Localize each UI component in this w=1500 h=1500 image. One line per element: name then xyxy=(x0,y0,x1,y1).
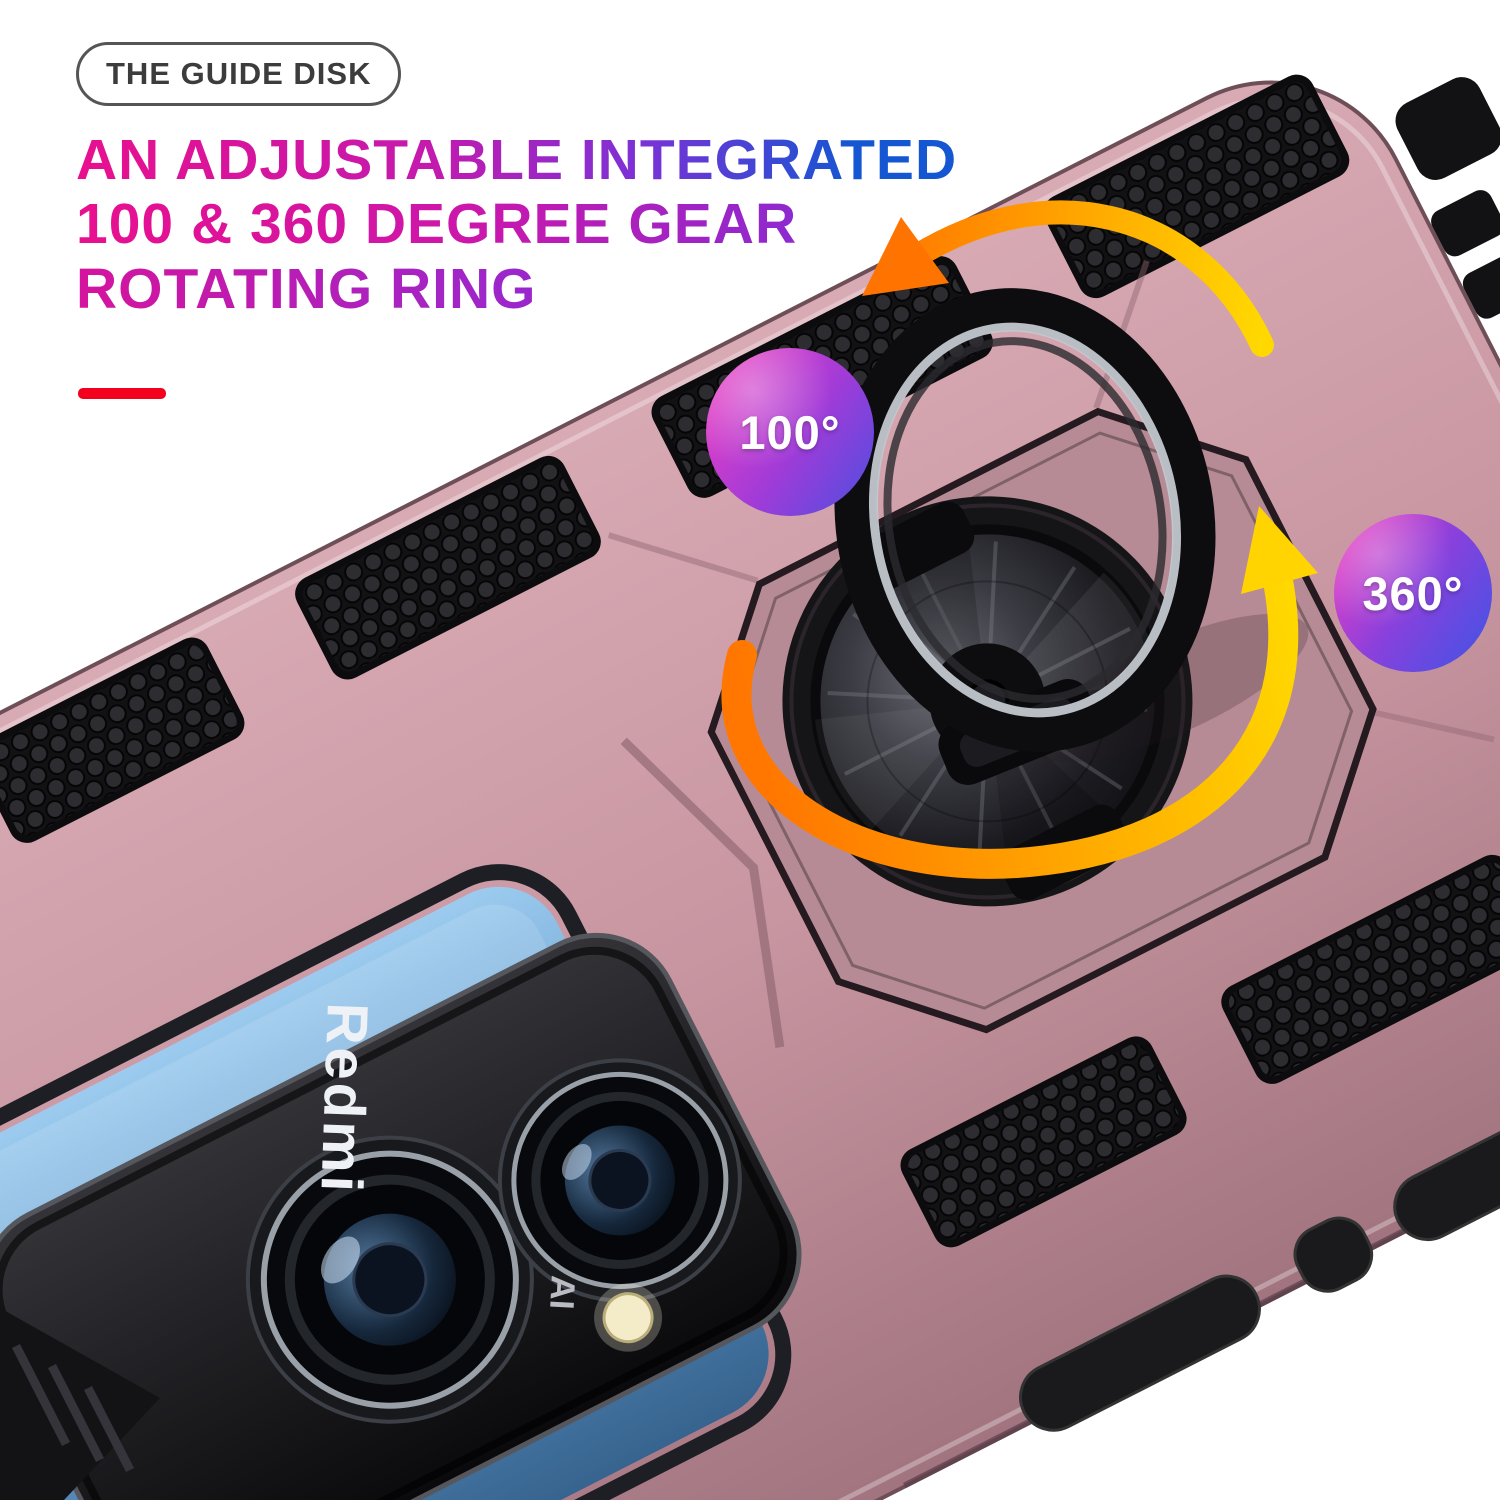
camera-lens-large xyxy=(245,1135,534,1424)
side-buttons xyxy=(903,1028,1500,1489)
headline-line-2: 100 & 360 DEGREE GEAR xyxy=(76,192,798,257)
rotating-ring xyxy=(834,288,1216,752)
rotation-arrow-head xyxy=(1241,506,1318,594)
flash-led xyxy=(594,1283,663,1352)
headline: AN ADJUSTABLE INTEGRATED 100 & 360 DEGRE… xyxy=(76,128,957,321)
headline-line-3: ROTATING RING xyxy=(76,256,537,321)
headline-line-1: AN ADJUSTABLE INTEGRATED xyxy=(76,128,958,192)
camera-lens-small xyxy=(497,1058,742,1303)
angle-badge-100-label: 100° xyxy=(739,405,841,459)
side-button xyxy=(1393,1124,1500,1242)
guide-disk-pill: THE GUIDE DISK xyxy=(76,42,402,106)
angle-badge-360-label: 360° xyxy=(1362,566,1464,620)
red-accent-dash xyxy=(78,388,166,399)
power-button xyxy=(1293,1216,1374,1293)
guide-disk-pill-label: THE GUIDE DISK xyxy=(106,56,372,91)
volume-button xyxy=(1019,1274,1261,1432)
corner-bumper-tabs xyxy=(1395,77,1500,319)
rotation-arrow xyxy=(721,506,1318,879)
corner-bumper-bottom-left xyxy=(0,1308,160,1500)
angle-badge-360: 360° xyxy=(1334,514,1492,672)
tilt-arrow-head xyxy=(862,217,949,296)
angle-badge-100: 100° xyxy=(706,348,874,516)
tilt-arrow xyxy=(862,200,1274,357)
redmi-logo: Redmi xyxy=(308,1002,380,1196)
camera-island: AI xyxy=(0,932,802,1500)
ai-camera-mark: AI xyxy=(542,1274,582,1310)
case-bevel-highlight xyxy=(0,96,1500,1500)
